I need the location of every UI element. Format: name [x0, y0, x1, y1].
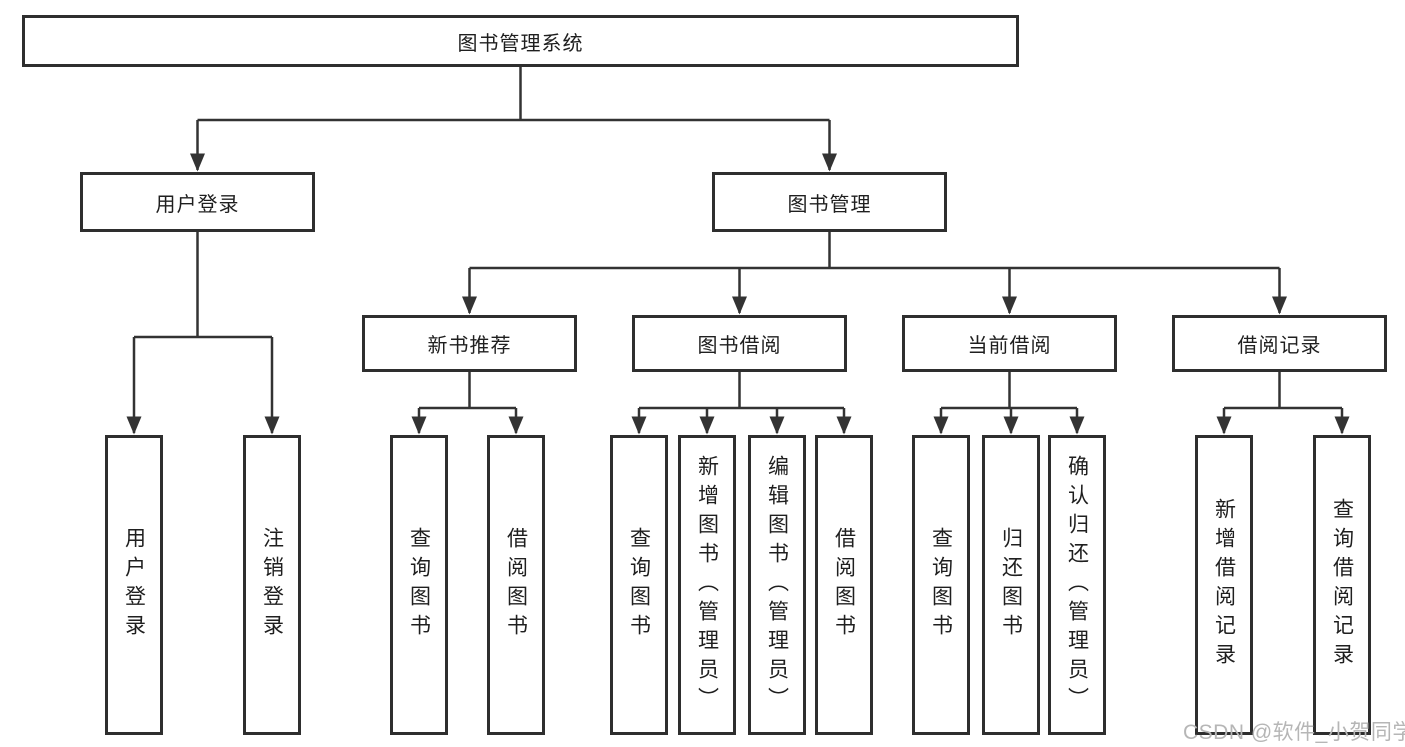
- node-new-book-recommend: 新书推荐: [362, 315, 577, 372]
- leaf-label: 归还图书: [999, 527, 1023, 643]
- leaf-label: 注销登录: [260, 527, 284, 643]
- node-user-login-label: 用户登录: [155, 193, 240, 216]
- node-leaf-confirm-return-admin: 确认归还（管理员）: [1048, 435, 1106, 735]
- node-root-label: 图书管理系统: [457, 32, 584, 55]
- leaf-label: 用户登录: [122, 527, 146, 643]
- node-leaf-add-borrow-record: 新增借阅记录: [1195, 435, 1253, 735]
- watermark: CSDN @软件_小贺同学: [1183, 721, 1405, 744]
- leaf-label: 借阅图书: [504, 527, 528, 643]
- node-leaf-query-books-borrow: 查询图书: [610, 435, 668, 735]
- node-leaf-logout: 注销登录: [243, 435, 301, 735]
- node-current-borrow-label: 当前借阅: [967, 335, 1052, 357]
- node-book-borrow-label: 图书借阅: [697, 335, 782, 357]
- leaf-label: 查询图书: [407, 527, 431, 643]
- node-borrow-records-label: 借阅记录: [1237, 335, 1322, 357]
- node-book-borrow: 图书借阅: [632, 315, 847, 372]
- leaf-label: 新增图书（管理员）: [695, 454, 719, 716]
- node-current-borrow: 当前借阅: [902, 315, 1117, 372]
- leaf-label: 查询图书: [627, 527, 651, 643]
- node-user-login: 用户登录: [80, 172, 315, 232]
- leaf-label: 查询图书: [929, 527, 953, 643]
- node-leaf-edit-book-admin: 编辑图书（管理员）: [748, 435, 806, 735]
- node-leaf-query-books-current: 查询图书: [912, 435, 970, 735]
- leaf-label: 查询借阅记录: [1330, 498, 1354, 672]
- node-leaf-borrow-books-recommend: 借阅图书: [487, 435, 545, 735]
- leaf-label: 编辑图书（管理员）: [765, 454, 789, 716]
- node-leaf-user-login: 用户登录: [105, 435, 163, 735]
- node-book-management: 图书管理: [712, 172, 947, 232]
- node-book-management-label: 图书管理: [787, 193, 872, 216]
- node-borrow-records: 借阅记录: [1172, 315, 1387, 372]
- node-leaf-query-borrow-record: 查询借阅记录: [1313, 435, 1371, 735]
- node-leaf-add-book-admin: 新增图书（管理员）: [678, 435, 736, 735]
- node-leaf-borrow-books: 借阅图书: [815, 435, 873, 735]
- node-new-book-recommend-label: 新书推荐: [427, 335, 512, 357]
- leaf-label: 确认归还（管理员）: [1065, 454, 1089, 716]
- leaf-label: 新增借阅记录: [1212, 498, 1236, 672]
- node-leaf-query-books-recommend: 查询图书: [390, 435, 448, 735]
- leaf-label: 借阅图书: [832, 527, 856, 643]
- node-root: 图书管理系统: [22, 15, 1019, 67]
- node-leaf-return-book: 归还图书: [982, 435, 1040, 735]
